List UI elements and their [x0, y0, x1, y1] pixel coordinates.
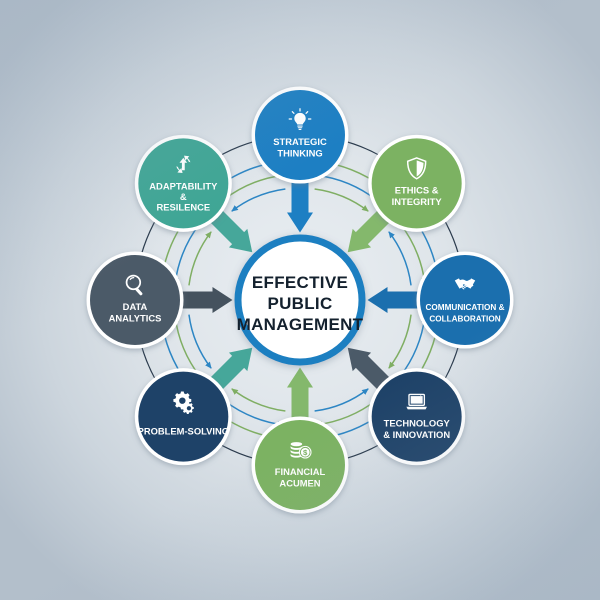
node-label-line: TECHNOLOGY [384, 418, 451, 429]
arrow-shape [347, 207, 393, 253]
svg-text:$: $ [303, 448, 308, 457]
node-label-line: PROBLEM-SOLVING [138, 426, 230, 437]
arrow-shape [287, 367, 313, 422]
node-disc[interactable] [90, 255, 180, 345]
ring-arc-arrow [231, 388, 286, 412]
arrow-shape [347, 347, 393, 393]
ring-arc-arrow [388, 231, 412, 286]
arrow-shape [207, 347, 253, 393]
center-hub: EFFECTIVE PUBLIC MANAGEMENT [234, 234, 366, 366]
node-label-line: & [180, 191, 187, 202]
lightbulb-icon [288, 108, 312, 130]
arrow-shape [367, 287, 422, 313]
ring-arc-arrow [399, 222, 428, 285]
ring-arc-arrow [314, 388, 369, 412]
node-adaptability-resilence[interactable]: ADAPTABILITY&RESILENCE [134, 134, 232, 232]
inward-arrow-technology-innovation [347, 347, 393, 393]
refresh-cycle-icon [176, 155, 191, 174]
node-problem-solving[interactable]: PROBLEM-SOLVING [134, 368, 232, 466]
node-disc[interactable] [420, 255, 510, 345]
inward-arrow-ethics-integrity [347, 207, 393, 253]
node-label-line: ETHICS & [395, 184, 439, 195]
node-communication-collaboration[interactable]: COMMUNICATION & COLLABORATION [416, 251, 514, 349]
ring-arc-arrow [315, 172, 378, 201]
ring-arc-arrow [222, 399, 285, 428]
ring-arc-arrow [188, 314, 212, 369]
ring-arc-arrow [172, 315, 201, 378]
inward-arrow-financial-acumen [287, 367, 313, 422]
node-label-line: & INNOVATION [383, 429, 450, 440]
node-label-line: RESILENCE [156, 201, 210, 212]
ring-arc-arrow [172, 222, 201, 285]
inward-arrow-strategic-thinking [287, 178, 313, 233]
inward-arrow-adaptability-resilence [207, 207, 253, 253]
node-label-line: DATA [123, 301, 148, 312]
node-label-line: COMMUNICATION & [426, 303, 505, 312]
inward-arrow-communication-collaboration [367, 287, 422, 313]
ring-arc-arrow [315, 399, 378, 428]
node-label-line: FINANCIAL [275, 466, 326, 477]
ring-arc-arrow [314, 188, 369, 212]
arrow-shape [207, 207, 253, 253]
ring-arc-arrow [188, 231, 212, 286]
ring-arc-arrow [399, 315, 428, 378]
inward-arrow-data-analytics [178, 287, 233, 313]
center-circle [234, 234, 366, 366]
inward-arrow-problem-solving [207, 347, 253, 393]
node-disc[interactable] [138, 371, 229, 462]
ring-arc-arrow [231, 188, 286, 212]
node-label-line: ADAPTABILITY [149, 180, 218, 191]
inward-arrow-group [178, 178, 422, 422]
center-line-1: EFFECTIVE [252, 273, 348, 292]
node-ethics-integrity[interactable]: ETHICS &INTEGRITY [368, 134, 466, 232]
node-disc[interactable] [255, 420, 345, 510]
node-disc[interactable] [138, 138, 229, 229]
node-disc[interactable] [371, 138, 462, 229]
node-label-line: INTEGRITY [392, 196, 443, 207]
node-label-line: THINKING [277, 148, 322, 159]
node-disc[interactable] [255, 90, 345, 180]
laptop-icon [406, 393, 427, 410]
arrow-shape [287, 178, 313, 233]
center-line-3: MANAGEMENT [237, 315, 364, 334]
node-label-line: ANALYTICS [109, 313, 162, 324]
gears-icon [173, 391, 194, 414]
shield-icon [406, 157, 427, 180]
node-disc[interactable] [371, 371, 462, 462]
magnifier-icon [125, 274, 143, 296]
handshake-icon [454, 278, 476, 290]
coins-dollar-icon: $ [290, 442, 312, 459]
ring-arc-arrow [222, 172, 285, 201]
node-label-line: STRATEGIC [273, 136, 327, 147]
node-label-line: COLLABORATION [429, 315, 500, 324]
center-line-2: PUBLIC [267, 294, 332, 313]
ring-arc-arrow [388, 314, 412, 369]
node-label-line: ACUMEN [279, 478, 320, 489]
arrow-shape [178, 287, 233, 313]
node-technology-innovation[interactable]: TECHNOLOGY& INNOVATION [368, 368, 466, 466]
